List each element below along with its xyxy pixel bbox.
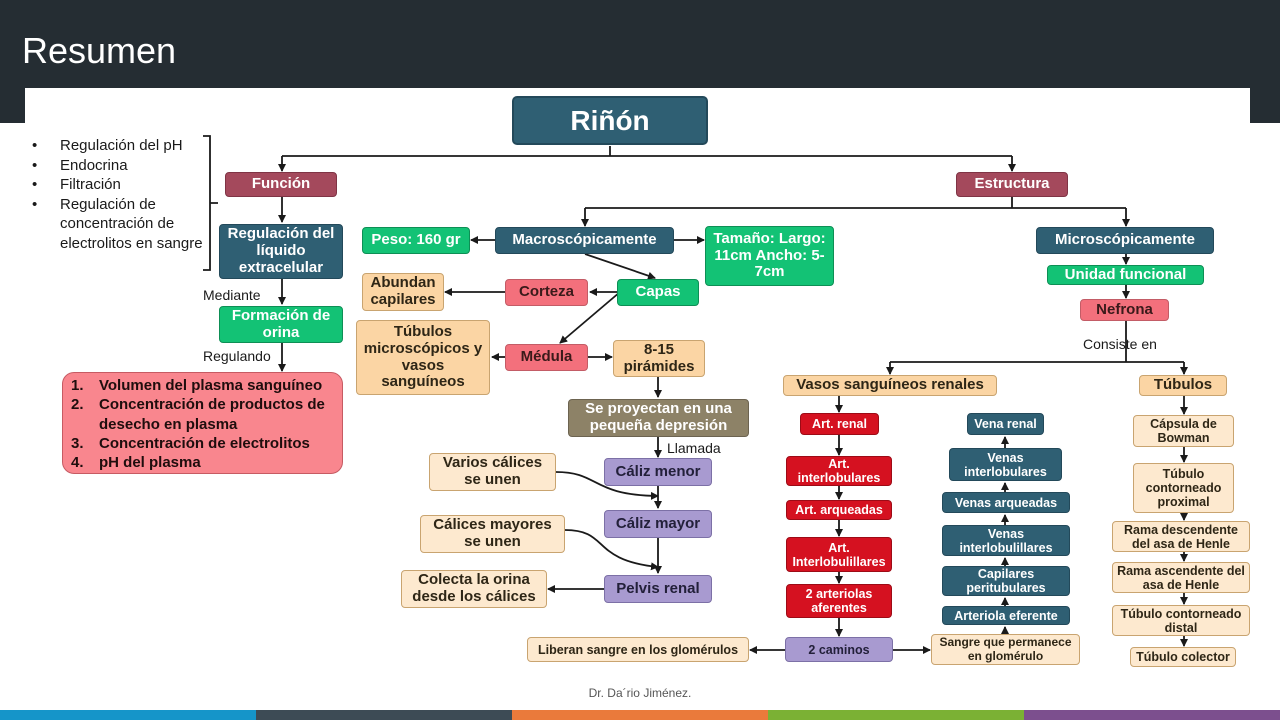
regulated-items-box: 1.Volumen del plasma sanguíneo 2.Concent… [62, 372, 343, 474]
footer-author: Dr. Da´rio Jiménez. [588, 686, 692, 700]
node-tubulo-proximal: Túbulo contorneado proximal [1133, 463, 1234, 513]
bullet-item: Filtración [30, 175, 205, 195]
label-consiste-en: Consiste en [1083, 336, 1157, 352]
node-funcion: Función [225, 172, 337, 197]
node-se-proyectan: Se proyectan en una pequeña depresión [568, 399, 749, 437]
list-item: 4.pH del plasma [71, 454, 201, 472]
node-microscopicamente: Microscópicamente [1036, 227, 1214, 254]
node-tubulos: Túbulos [1139, 375, 1227, 396]
node-capilares-peritubulares: Capilares peritubulares [942, 566, 1070, 596]
node-art-interlobulares: Art. interlobulares [786, 456, 892, 486]
function-bullet-list: Regulación del pH Endocrina Filtración R… [30, 136, 205, 253]
node-calices-mayores: Cálices mayores se unen [420, 515, 565, 553]
node-venas-arqueadas: Venas arqueadas [942, 492, 1070, 513]
list-item: 1.Volumen del plasma sanguíneo [71, 377, 323, 394]
bottom-bar-segment [512, 710, 768, 720]
node-capas: Capas [617, 279, 699, 306]
node-vasos-sanguineos: Vasos sanguíneos renales [783, 375, 997, 396]
node-formacion-orina: Formación de orina [219, 306, 343, 343]
node-regulacion-liquido: Regulación del líquido extracelular [219, 224, 343, 279]
node-caliz-mayor: Cáliz mayor [604, 510, 712, 538]
label-llamada: Llamada [667, 440, 721, 456]
node-medula: Médula [505, 344, 588, 371]
node-tubulo-distal: Túbulo contorneado distal [1112, 605, 1250, 636]
node-venas-interlobulares: Venas interlobulares [949, 448, 1062, 481]
node-capsula-bowman: Cápsula de Bowman [1133, 415, 1234, 447]
node-pelvis-renal: Pelvis renal [604, 575, 712, 603]
node-peso: Peso: 160 gr [362, 227, 470, 254]
node-estructura: Estructura [956, 172, 1068, 197]
list-item: 2.Concentración de productos de desecho … [71, 396, 325, 433]
node-rinon: Riñón [512, 96, 708, 145]
node-colecta-orina: Colecta la orina desde los cálices [401, 570, 547, 608]
node-varios-calices: Varios cálices se unen [429, 453, 556, 491]
node-art-arqueadas: Art. arqueadas [786, 500, 892, 520]
bullet-item: Endocrina [30, 156, 205, 176]
node-rama-ascendente: Rama ascendente del asa de Henle [1112, 562, 1250, 593]
node-liberan-sangre: Liberan sangre en los glomérulos [527, 637, 749, 662]
node-caliz-menor: Cáliz menor [604, 458, 712, 486]
node-tubulo-colector: Túbulo colector [1130, 647, 1236, 667]
slide-title: Resumen [22, 30, 177, 71]
list-item: 3.Concentración de electrolitos [71, 434, 310, 452]
label-mediante: Mediante [203, 287, 261, 303]
bullet-item: Regulación del pH [30, 136, 205, 156]
node-venas-interlobulillares: Venas interlobulillares [942, 525, 1070, 556]
node-abundan-capilares: Abundan capilares [362, 273, 444, 311]
node-unidad-funcional: Unidad funcional [1047, 265, 1204, 285]
node-piramides: 8-15 pirámides [613, 340, 705, 377]
label-regulando: Regulando [203, 348, 271, 364]
bottom-bar-segment [256, 710, 512, 720]
node-sangre-permanece: Sangre que permanece en glomérulo [931, 634, 1080, 665]
node-tamano: Tamaño: Largo: 11cm Ancho: 5-7cm [705, 226, 834, 286]
node-art-interlobulillares: Art. Interlobulillares [786, 537, 892, 572]
bottom-bar-segment [1024, 710, 1280, 720]
node-corteza: Corteza [505, 279, 588, 306]
node-nefrona: Nefrona [1080, 299, 1169, 321]
bottom-bar-segment [768, 710, 1024, 720]
bullet-item: Regulación de concentración de electroli… [30, 195, 205, 254]
node-art-renal: Art. renal [800, 413, 879, 435]
node-macroscopicamente: Macroscópicamente [495, 227, 674, 254]
node-arteriolas-aferentes: 2 arteriolas aferentes [786, 584, 892, 618]
node-dos-caminos: 2 caminos [785, 637, 893, 662]
node-vena-renal: Vena renal [967, 413, 1044, 435]
bottom-bar-segment [0, 710, 256, 720]
node-arteriola-eferente: Arteriola eferente [942, 606, 1070, 625]
node-rama-descendente: Rama descendente del asa de Henle [1112, 521, 1250, 552]
node-tubulos-microscopicos: Túbulos microscópicos y vasos sanguíneos [356, 320, 490, 395]
